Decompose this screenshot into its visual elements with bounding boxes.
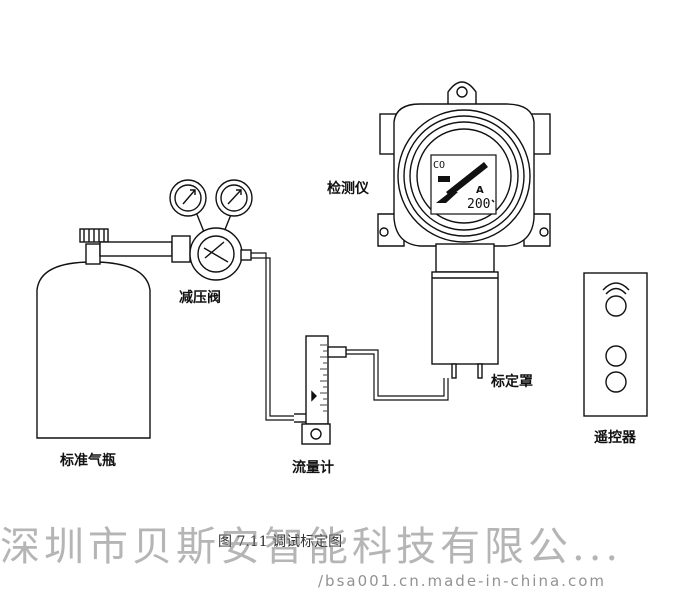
- cylinder-label: 标准气瓶: [60, 453, 116, 469]
- display-value: 200: [467, 197, 490, 212]
- gas-tubing: [251, 252, 449, 421]
- pressure-regulator: [169, 179, 253, 281]
- display-unit: A: [476, 185, 484, 196]
- cover-label: 标定罩: [491, 374, 533, 390]
- gas-detector: [377, 81, 551, 379]
- gas-cylinder: [36, 228, 173, 439]
- flowmeter: [294, 335, 347, 445]
- watermark-company: 深圳市贝斯安智能科技有限公...: [0, 524, 623, 570]
- detector-label: 检测仪: [327, 181, 369, 197]
- figure-caption: 图 7.11 调试标定图: [218, 534, 343, 550]
- display-gas: CO: [433, 160, 445, 171]
- watermark-url: /bsa001.cn.made-in-china.com: [318, 572, 606, 590]
- remote-label: 遥控器: [594, 430, 636, 446]
- flowmeter-label: 流量计: [292, 460, 334, 476]
- regulator-label: 减压阀: [179, 290, 221, 306]
- remote-control: [583, 272, 648, 417]
